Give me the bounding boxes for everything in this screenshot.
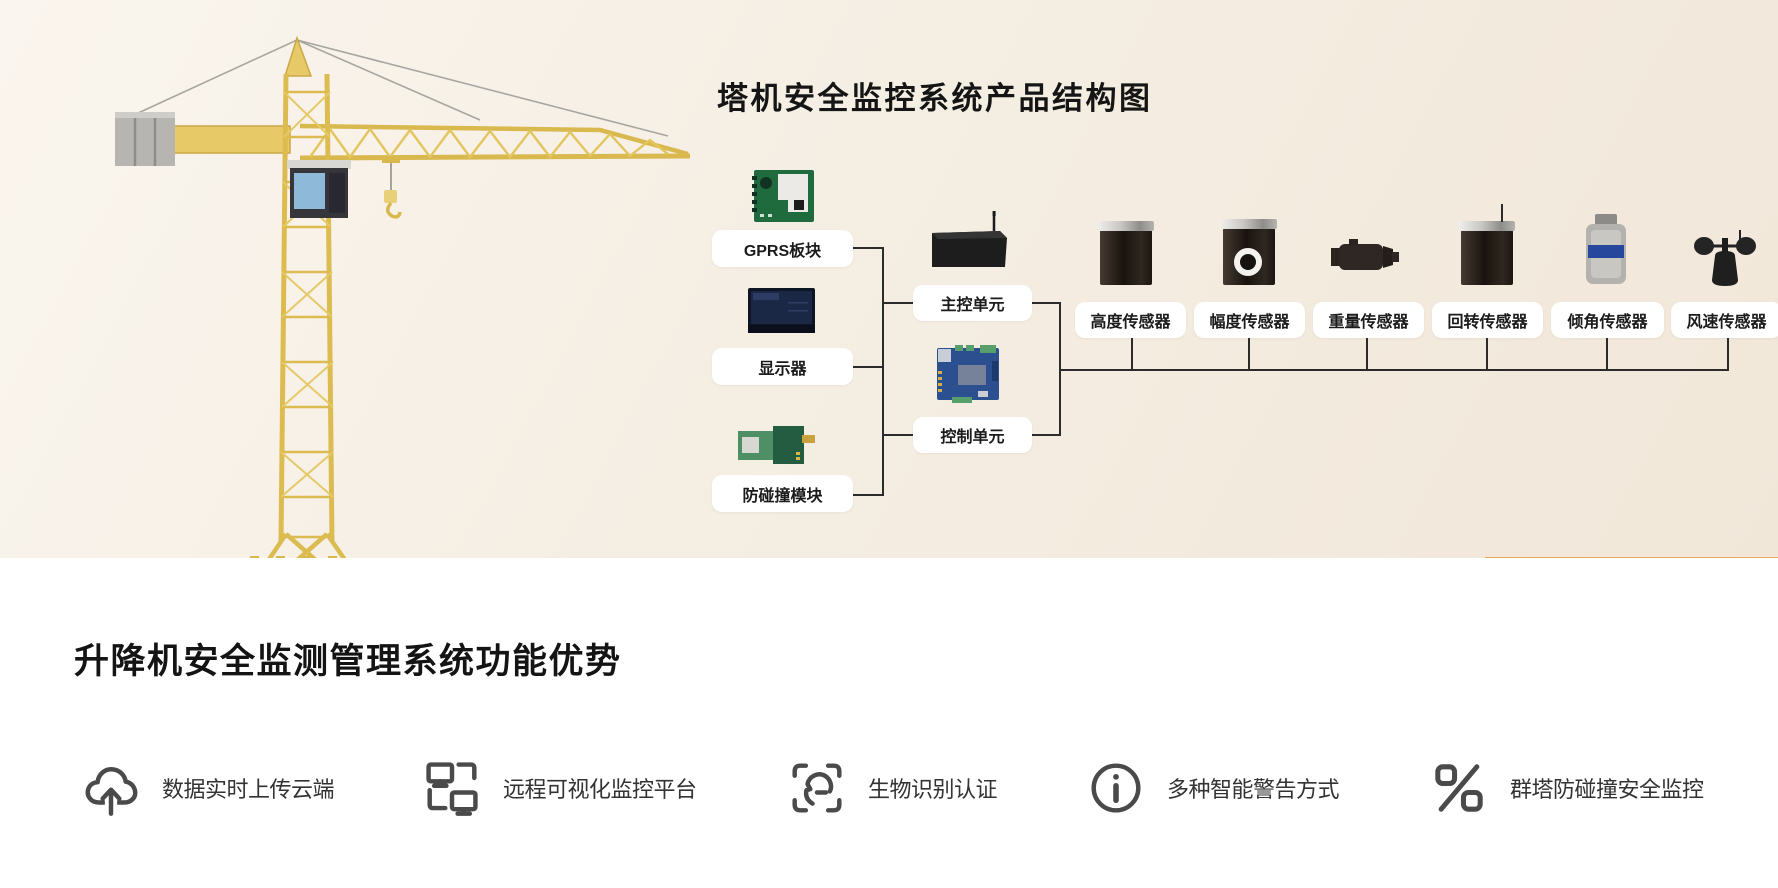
sensor-bus-line <box>1059 369 1729 371</box>
connector-control-right <box>1032 434 1061 436</box>
connector-display <box>853 366 884 368</box>
sensor-drop-3 <box>1366 338 1368 369</box>
features-section: 升降机安全监测管理系统功能优势 数据实时上传云端 远程可视化监控平台 <box>0 558 1778 888</box>
sensor-drop-2 <box>1248 338 1250 369</box>
height-sensor-icon <box>1098 221 1154 285</box>
hero-section: 塔机安全监控系统产品结构图 <box>0 0 1778 600</box>
weight-sensor-icon <box>1331 239 1399 270</box>
cloud-upload-icon <box>85 767 138 817</box>
sensor-drop-6 <box>1727 338 1729 369</box>
sensor-label-amplitude: 幅度传感器 <box>1194 302 1305 338</box>
feature-label: 多种智能警告方式 <box>1167 777 1340 802</box>
anti-collision-board-icon <box>738 426 815 464</box>
sensor-drop-1 <box>1131 338 1133 369</box>
rotation-sensor-antenna <box>1501 204 1503 222</box>
feature-item-group-tower: 群塔防碰撞安全监控 <box>1430 752 1704 824</box>
info-circle-icon <box>1091 763 1141 813</box>
unit-label-main-control: 主控单元 <box>913 285 1032 321</box>
tilt-sensor-icon <box>1586 214 1626 284</box>
connector-collision <box>853 494 884 496</box>
unit-label-control: 控制单元 <box>913 417 1032 453</box>
feature-label: 远程可视化监控平台 <box>503 777 697 802</box>
connector-gprs <box>853 247 884 249</box>
sensor-label-rotation: 回转传感器 <box>1432 302 1543 338</box>
hero-title: 塔机安全监控系统产品结构图 <box>717 80 1153 116</box>
module-label-gprs: GPRS板块 <box>712 230 853 267</box>
feature-item-biometric: 生物识别认证 <box>788 752 998 824</box>
sensor-label-height: 高度传感器 <box>1075 302 1186 338</box>
remote-monitors-icon <box>426 762 478 816</box>
control-unit-board-icon <box>937 345 999 403</box>
features-title: 升降机安全监测管理系统功能优势 <box>74 642 622 681</box>
sensor-label-tilt: 倾角传感器 <box>1551 302 1664 338</box>
tower-crane-illustration <box>115 35 691 600</box>
feature-label: 生物识别认证 <box>868 777 998 802</box>
feature-item-cloud-upload: 数据实时上传云端 <box>82 752 335 824</box>
sensor-drop-5 <box>1606 338 1608 369</box>
wind-speed-sensor-icon <box>1694 230 1756 286</box>
amplitude-sensor-ring <box>1234 248 1262 276</box>
amplitude-sensor-icon <box>1221 219 1277 285</box>
gprs-board-icon <box>752 170 814 222</box>
feature-label: 数据实时上传云端 <box>162 777 335 802</box>
percent-icon <box>1435 764 1483 812</box>
sensor-label-weight: 重量传感器 <box>1313 302 1424 338</box>
feature-item-smart-alerts: 多种智能警告方式 <box>1087 752 1340 824</box>
connector-main-left <box>882 302 913 304</box>
connector-main-right <box>1032 302 1061 304</box>
main-control-unit-icon <box>932 211 1007 267</box>
left-trunk-line <box>882 247 884 496</box>
display-screen-icon <box>748 288 815 333</box>
feature-label: 群塔防碰撞安全监控 <box>1510 777 1704 802</box>
sensor-drop-4 <box>1486 338 1488 369</box>
feature-item-remote-platform: 远程可视化监控平台 <box>423 752 697 824</box>
face-scan-icon <box>792 763 842 813</box>
module-label-display: 显示器 <box>712 348 853 385</box>
connector-control-left <box>882 434 913 436</box>
sensor-label-wind-speed: 风速传感器 <box>1671 302 1778 338</box>
module-label-anti-collision: 防碰撞模块 <box>712 475 853 512</box>
rotation-sensor-icon <box>1459 204 1515 285</box>
